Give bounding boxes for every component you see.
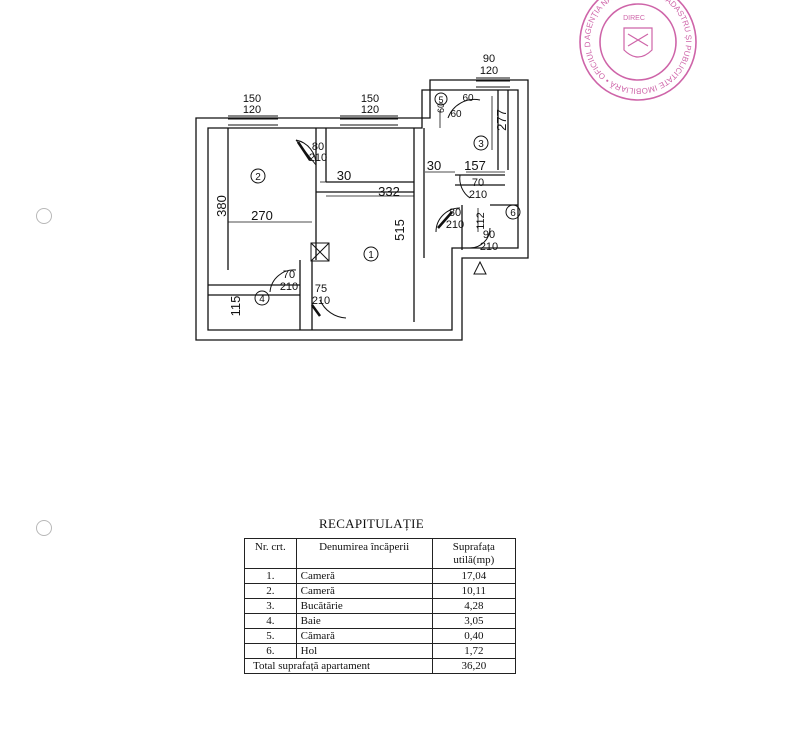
row-name: Baie bbox=[295, 613, 433, 629]
top-dim-3b: 120 bbox=[480, 65, 498, 77]
punch-hole-bottom bbox=[36, 520, 52, 536]
row-area: 17,04 bbox=[431, 568, 517, 584]
dim-30-right: 30 bbox=[427, 158, 441, 173]
door-6b: 210 bbox=[280, 281, 298, 293]
row-area: 10,11 bbox=[431, 583, 517, 599]
recap-table: Nr. crt. Denumirea încăperii Suprafața u… bbox=[244, 538, 517, 674]
row-nr: 3. bbox=[244, 598, 297, 614]
row-nr: 5. bbox=[244, 628, 297, 644]
door-1a: 80 bbox=[312, 141, 324, 153]
dim-515: 515 bbox=[392, 219, 407, 241]
dim-157: 157 bbox=[464, 158, 486, 173]
dim-277: 277 bbox=[494, 109, 509, 131]
top-dim-1a: 150 bbox=[243, 93, 261, 105]
door-7b: 210 bbox=[312, 295, 330, 307]
table-header: Nr. crt. Denumirea încăperii Suprafața u… bbox=[244, 538, 517, 569]
table-row: 5. Cămară 0,40 bbox=[244, 628, 517, 644]
header-name: Denumirea încăperii bbox=[295, 538, 433, 569]
total-label: Total suprafață apartament bbox=[244, 658, 433, 674]
door-1b: 210 bbox=[309, 152, 327, 164]
row-nr: 4. bbox=[244, 613, 297, 629]
row-name: Hol bbox=[295, 643, 433, 659]
top-dim-1b: 120 bbox=[243, 104, 261, 116]
top-dim-2a: 150 bbox=[361, 93, 379, 105]
header-nr: Nr. crt. bbox=[244, 538, 297, 569]
row-area: 3,05 bbox=[431, 613, 517, 629]
row-nr: 2. bbox=[244, 583, 297, 599]
dim-30-left: 30 bbox=[337, 168, 351, 183]
door-4b: 210 bbox=[446, 219, 464, 231]
table-row: 3. Bucătărie 4,28 bbox=[244, 598, 517, 614]
door-4a: 80 bbox=[449, 207, 461, 219]
door-2a: 60 bbox=[462, 93, 474, 104]
svg-text:DIREC: DIREC bbox=[623, 15, 645, 22]
header-area: Suprafața utilă(mp) bbox=[431, 538, 517, 569]
recap-title: RECAPITULAȚIE bbox=[319, 516, 424, 531]
table-row: 4. Baie 3,05 bbox=[244, 613, 517, 629]
door-2-vert: 60 bbox=[436, 103, 446, 113]
row-name: Cameră bbox=[295, 583, 433, 599]
dim-270: 270 bbox=[251, 208, 273, 223]
table-row: 2. Cameră 10,11 bbox=[244, 583, 517, 599]
row-area: 4,28 bbox=[431, 598, 517, 614]
table-row: 1. Cameră 17,04 bbox=[244, 568, 517, 584]
door-5a: 90 bbox=[483, 229, 495, 241]
room-number-3: 3 bbox=[478, 139, 484, 150]
door-6a: 70 bbox=[283, 269, 295, 281]
door-3b: 210 bbox=[469, 189, 487, 201]
row-name: Cămară bbox=[295, 628, 433, 644]
official-stamp: AGENȚIA NAȚIONALĂ DE CADASTRU ȘI PUBLICI… bbox=[568, 0, 697, 101]
row-nr: 6. bbox=[244, 643, 297, 659]
dim-115: 115 bbox=[228, 296, 243, 317]
dim-332: 332 bbox=[378, 184, 400, 199]
room-number-5: 5 bbox=[438, 95, 443, 105]
door-2b: 60 bbox=[450, 109, 462, 120]
dim-380: 380 bbox=[214, 195, 229, 217]
door-7a: 75 bbox=[315, 283, 327, 295]
row-nr: 1. bbox=[244, 568, 297, 584]
total-value: 36,20 bbox=[431, 658, 517, 674]
room-number-2: 2 bbox=[255, 172, 261, 183]
punch-hole-top bbox=[36, 208, 52, 224]
floor-plan: 150 120 150 120 90 120 380 270 30 332 51… bbox=[195, 53, 529, 341]
room-number-4: 4 bbox=[259, 294, 265, 305]
row-name: Cameră bbox=[295, 568, 433, 584]
door-3a: 70 bbox=[472, 177, 484, 189]
row-area: 0,40 bbox=[431, 628, 517, 644]
table-row: 6. Hol 1,72 bbox=[244, 643, 517, 659]
coat-of-arms-icon bbox=[623, 27, 653, 58]
dim-112: 112 bbox=[475, 212, 487, 230]
door-5b: 210 bbox=[480, 241, 498, 253]
top-dim-2b: 120 bbox=[361, 104, 379, 116]
row-area: 1,72 bbox=[431, 643, 517, 659]
total-row: Total suprafață apartament 36,20 bbox=[244, 658, 517, 674]
row-name: Bucătărie bbox=[295, 598, 433, 614]
room-number-1: 1 bbox=[368, 250, 374, 261]
top-dim-3a: 90 bbox=[483, 53, 495, 65]
room-number-6: 6 bbox=[510, 208, 516, 219]
